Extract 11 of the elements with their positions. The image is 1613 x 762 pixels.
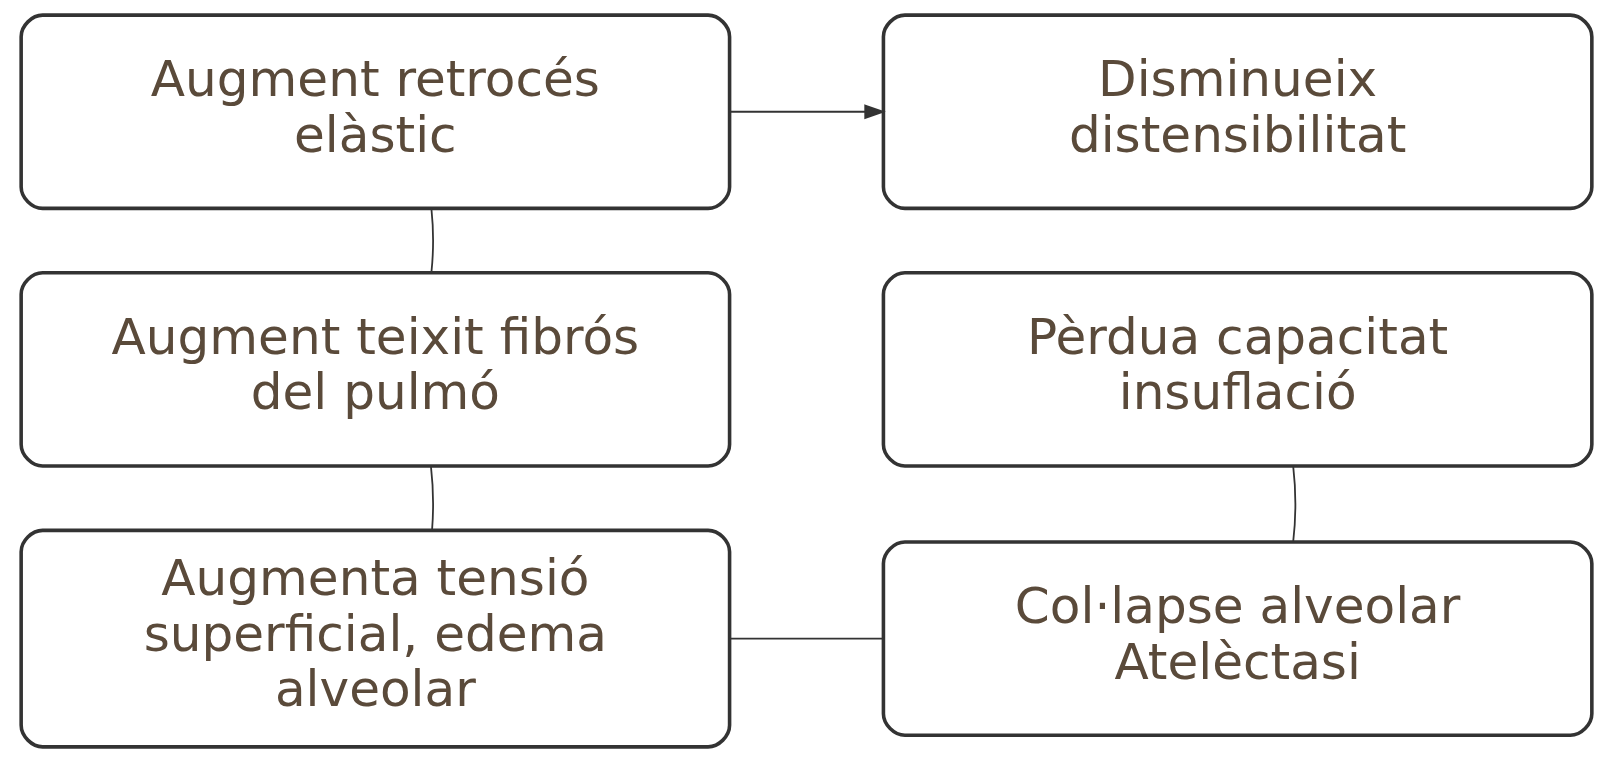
connector bbox=[430, 465, 434, 532]
arrow bbox=[729, 104, 886, 120]
node-box: Augment teixit fibrós del pulmó bbox=[19, 270, 732, 468]
connector bbox=[1292, 465, 1297, 543]
node-box: Col·lapse alveolar Atelèctasi bbox=[881, 540, 1594, 737]
connector bbox=[729, 637, 884, 640]
node-box: Disminueix distensibilitat bbox=[881, 13, 1594, 211]
node-box: Pèrdua capacitat insuflació bbox=[881, 270, 1594, 468]
connector bbox=[430, 207, 434, 274]
node-box: Augment retrocés elàstic bbox=[19, 13, 732, 211]
node-box: Augmenta tensió superficial, edema alveolar bbox=[19, 528, 732, 749]
